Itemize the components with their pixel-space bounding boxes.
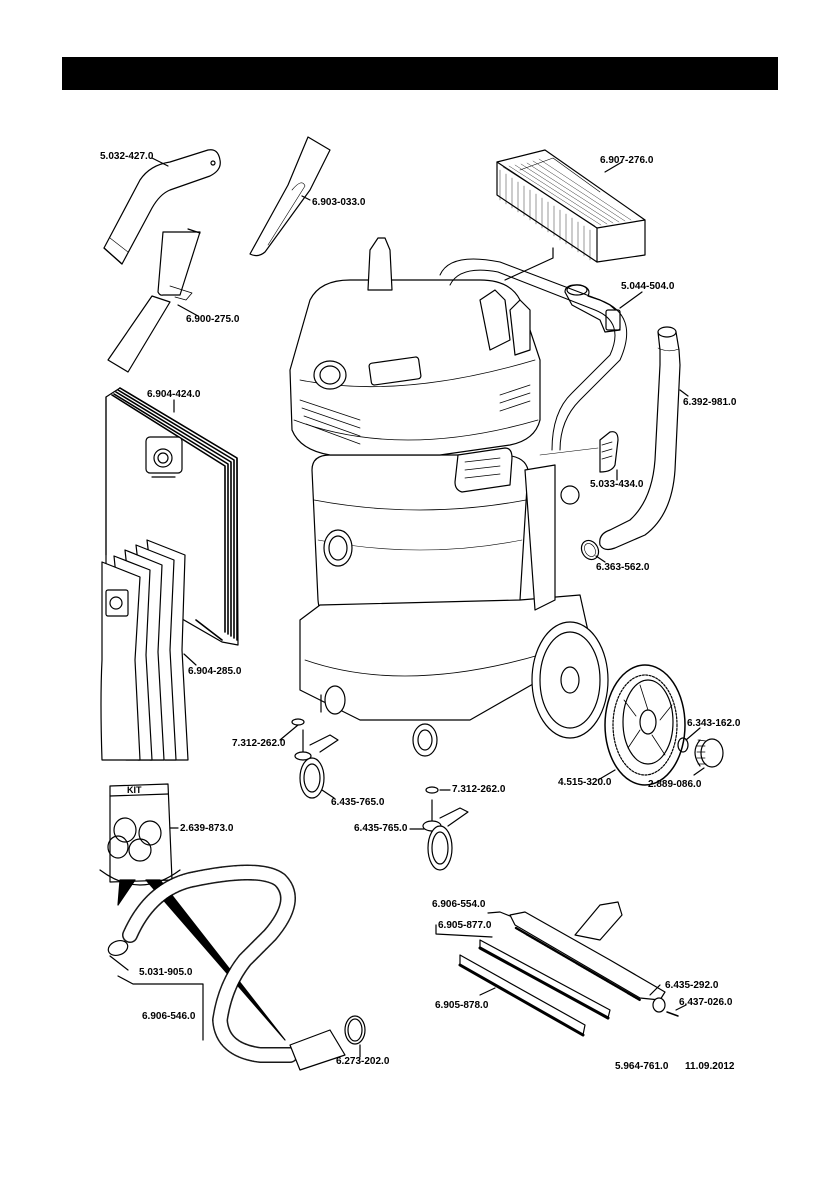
part-label-flat-pleated-filter: 6.907-276.0 [600, 155, 654, 166]
part-label-hose-seal-ring: 6.273-202.0 [336, 1056, 390, 1067]
part-label-fleece-filter-bags: 6.904-285.0 [188, 666, 242, 677]
part-label-accessory-holder: 5.044-504.0 [621, 281, 675, 292]
part-label-caster-left: 6.435-765.0 [331, 797, 385, 808]
leader-line [595, 555, 606, 563]
hub-cap-drawing [694, 738, 724, 768]
part-label-rear-wheel: 4.515-320.0 [558, 777, 612, 788]
kit-label: KIT [127, 785, 142, 795]
leader-line [487, 911, 511, 917]
brush-strip-drawing [478, 939, 611, 1020]
adapter-kit-drawing [99, 783, 286, 1041]
leader-line [679, 389, 689, 397]
part-label-crevice-nozzle: 6.903-033.0 [312, 197, 366, 208]
leader-line [619, 291, 643, 309]
leader-line [649, 984, 661, 996]
suction-hose-elbow-drawing [599, 326, 681, 551]
part-label-rubber-strip: 6.905-878.0 [435, 1000, 489, 1011]
suction-tubes-drawing [107, 228, 201, 373]
part-label-hub-cap: 2.889-086.0 [648, 779, 702, 790]
leader-line [177, 304, 199, 317]
leader-line [479, 987, 496, 996]
cover-cap-drawing [599, 431, 619, 473]
part-label-suction-tubes: 6.900-275.0 [186, 314, 240, 325]
rubber-strip-drawing [458, 954, 586, 1037]
caster-left-drawing [291, 718, 339, 799]
leader-line [435, 924, 493, 938]
part-label-caster-washer-right: 7.312-262.0 [452, 784, 506, 795]
leader-line [604, 161, 623, 173]
part-label-cover-cap: 5.033-434.0 [590, 479, 644, 490]
part-label-brush-strip: 6.905-877.0 [438, 920, 492, 931]
part-label-hose-clamp-ring: 5.031-905.0 [139, 967, 193, 978]
o-ring-drawing [580, 539, 600, 561]
leader-line [685, 727, 701, 741]
part-label-nozzle-roller: 6.435-292.0 [665, 980, 719, 991]
part-label-wheel-washer: 6.343-162.0 [687, 718, 741, 729]
suction-hose-drawing [107, 864, 366, 1071]
part-label-suction-hose: 6.906-546.0 [142, 1011, 196, 1022]
document-number: 5.964-761.0 [615, 1061, 669, 1072]
leader-line [675, 1004, 687, 1011]
mounted-wheel-drawing [531, 621, 609, 739]
document-date: 11.09.2012 [685, 1061, 735, 1072]
bent-handle-drawing [103, 149, 221, 265]
caster-right-drawing [422, 786, 469, 871]
leader-line [301, 195, 311, 201]
leader-line [504, 247, 554, 281]
part-label-caster-right: 6.435-765.0 [354, 823, 408, 834]
leader-line [151, 157, 169, 167]
leader-line [183, 653, 197, 666]
part-label-paper-filter-bags: 6.904-424.0 [147, 389, 201, 400]
part-label-adapter-kit: 2.639-873.0 [180, 823, 234, 834]
leader-line [117, 975, 204, 1041]
header-bar [62, 57, 778, 90]
part-label-bent-handle: 5.032-427.0 [100, 151, 154, 162]
part-label-o-ring: 6.363-562.0 [596, 562, 650, 573]
vacuum-cleaner-body-drawing [289, 237, 628, 757]
leader-line [279, 724, 299, 741]
part-label-floor-nozzle: 6.906-554.0 [432, 899, 486, 910]
part-label-caster-washer-left: 7.312-262.0 [232, 738, 286, 749]
part-label-roller-axle: 6.437-026.0 [679, 997, 733, 1008]
crevice-nozzle-drawing [249, 136, 331, 257]
wheel-washer-drawing [677, 737, 689, 753]
flat-pleated-filter-drawing [496, 149, 646, 263]
rear-wheel-drawing [604, 664, 686, 786]
leader-line [597, 769, 616, 781]
accessory-holder-drawing [564, 284, 621, 333]
floor-nozzle-drawing [509, 901, 679, 1017]
part-label-suction-hose-elbow: 6.392-981.0 [683, 397, 737, 408]
leader-line [109, 955, 129, 971]
fleece-filter-bags-drawing [100, 539, 189, 761]
leader-line [321, 789, 335, 799]
leader-line [693, 767, 705, 776]
